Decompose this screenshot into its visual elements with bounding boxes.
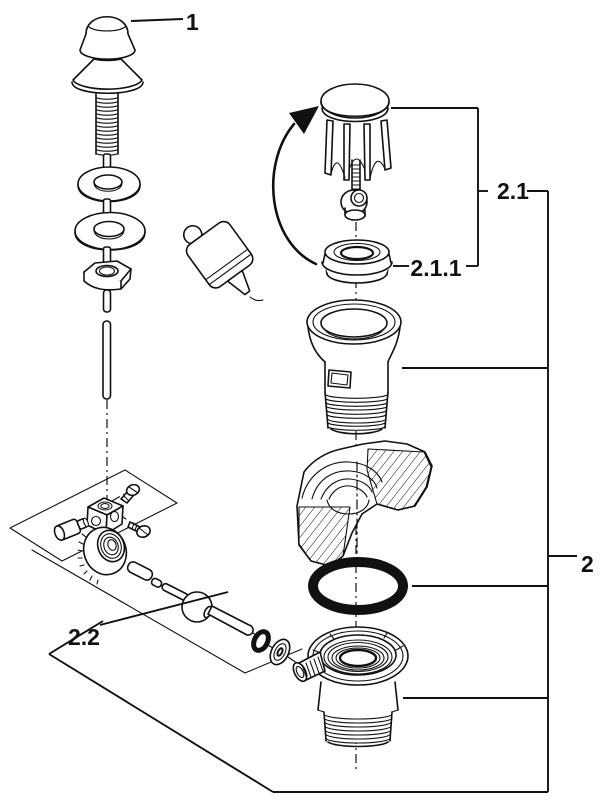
callout-lines — [48, 107, 577, 793]
drain-flange — [306, 299, 402, 435]
pop-up-stopper — [320, 83, 392, 221]
set-screw-lower — [127, 521, 151, 539]
pivot-pin — [53, 517, 89, 542]
washer-upper — [77, 166, 141, 218]
pivot-o-ring — [251, 629, 271, 653]
drain-body — [307, 626, 409, 748]
knurled-nut — [77, 526, 128, 585]
set-screw-upper — [120, 483, 141, 504]
threaded-stud — [95, 93, 119, 172]
lift-rod — [102, 289, 112, 400]
basin-cross-section — [296, 440, 433, 567]
mounting-plane-lower — [31, 549, 303, 674]
callout-2-1-1: 2.1.1 — [410, 255, 461, 281]
pivot-washer — [269, 638, 291, 666]
rotate-arrow-icon — [271, 106, 319, 266]
callout-1-leader — [130, 18, 184, 22]
callout-2: 2 — [581, 551, 594, 577]
o-ring-gasket — [308, 557, 408, 615]
callout-1: 1 — [186, 9, 199, 35]
link-piece — [150, 577, 163, 588]
pull-knob — [71, 15, 144, 94]
pivot-rod-assembly — [53, 483, 298, 666]
mounting-plane-upper — [9, 469, 178, 562]
pivot-rod — [161, 582, 254, 636]
spacer-sleeve — [126, 561, 154, 581]
callout-2-2: 2.2 — [68, 624, 100, 650]
seal-ring — [321, 239, 393, 284]
side-inlet — [292, 651, 326, 683]
hex-nut — [83, 260, 132, 291]
callout-2-1: 2.1 — [497, 178, 529, 204]
washer-lower — [74, 211, 146, 267]
sealant-tube — [182, 220, 264, 302]
